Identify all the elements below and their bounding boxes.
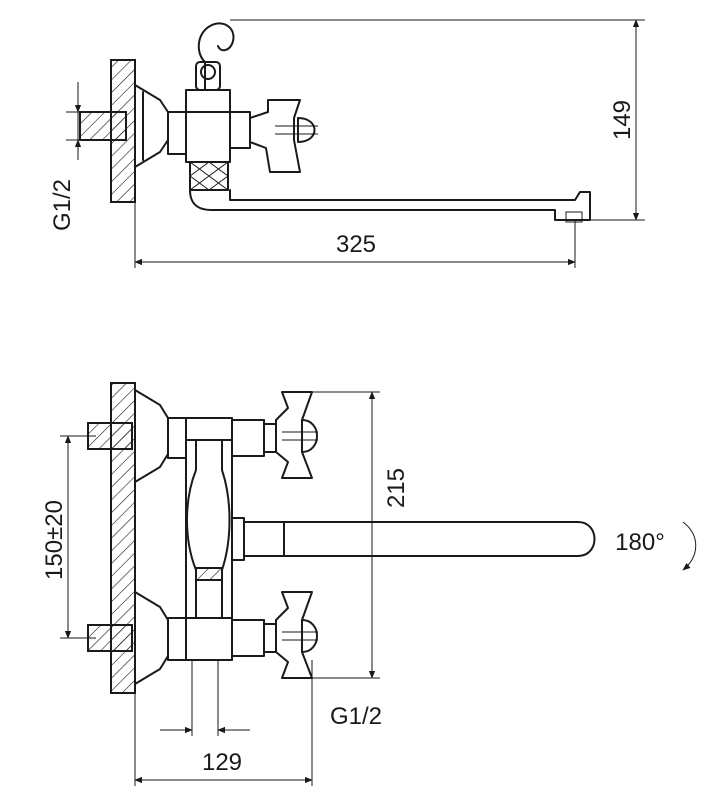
top-length-label: 325 — [336, 231, 376, 258]
top-valve-body — [185, 89, 231, 163]
top-spout — [189, 189, 591, 221]
top-flange — [134, 84, 169, 168]
bottom-spout — [283, 521, 596, 557]
top-cross-handle — [249, 99, 301, 173]
bottom-height-label: 215 — [383, 468, 410, 508]
top-connection-nut — [167, 111, 187, 155]
bottom-rotation-label: 180° — [615, 529, 665, 556]
bottom-spacing-label: 150±20 — [41, 500, 68, 580]
bottom-view: 215 150±20 180° G1/2 129 — [41, 382, 697, 786]
rotation-arc — [682, 521, 697, 571]
top-view: 149 325 G1/2 — [49, 19, 645, 268]
bottom-central-body — [185, 417, 233, 661]
top-inlet-pipe — [79, 111, 127, 141]
top-thread-label: G1/2 — [49, 179, 76, 231]
top-height-label: 149 — [609, 100, 636, 140]
top-handle-cap — [297, 117, 316, 143]
top-shower-hook — [197, 22, 235, 91]
top-aerator — [565, 211, 583, 223]
bottom-width-label: 129 — [202, 749, 242, 776]
bottom-upper-handle — [275, 391, 313, 479]
bottom-lower-handle — [275, 591, 313, 679]
bottom-thread-label: G1/2 — [330, 703, 382, 730]
